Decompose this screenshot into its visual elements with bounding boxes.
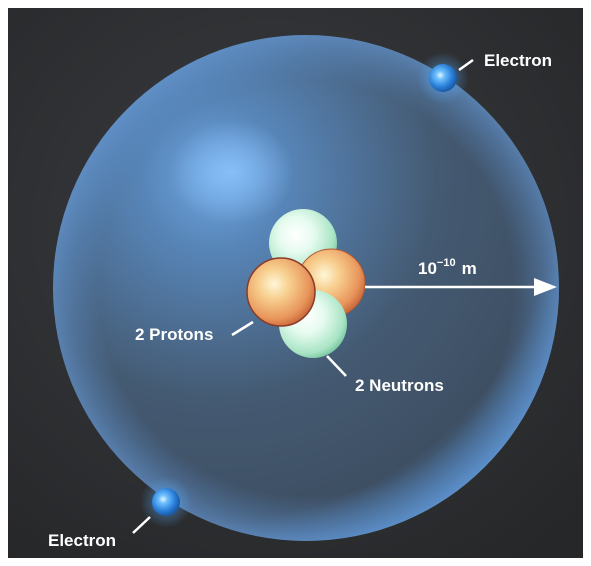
neutrons-leader (326, 355, 347, 377)
electron-bottom (140, 476, 192, 528)
electron-top-label: Electron (484, 51, 552, 70)
electron-bottom-leader (132, 516, 151, 534)
protons-label: 2 Protons (135, 325, 213, 344)
nucleus (246, 209, 366, 358)
proton-front (246, 257, 316, 327)
scale-unit: m (462, 259, 477, 278)
scale-arrow (365, 278, 557, 296)
electron-bottom-label: Electron (48, 531, 116, 550)
protons-leader (231, 320, 254, 337)
electron-top-leader (458, 58, 474, 72)
scale-label: 10−10 m (418, 257, 477, 278)
scale-base: 10 (418, 259, 437, 278)
neutrons-label: 2 Neutrons (355, 376, 444, 395)
electron-top (417, 52, 469, 104)
scale-exponent: −10 (437, 257, 456, 269)
